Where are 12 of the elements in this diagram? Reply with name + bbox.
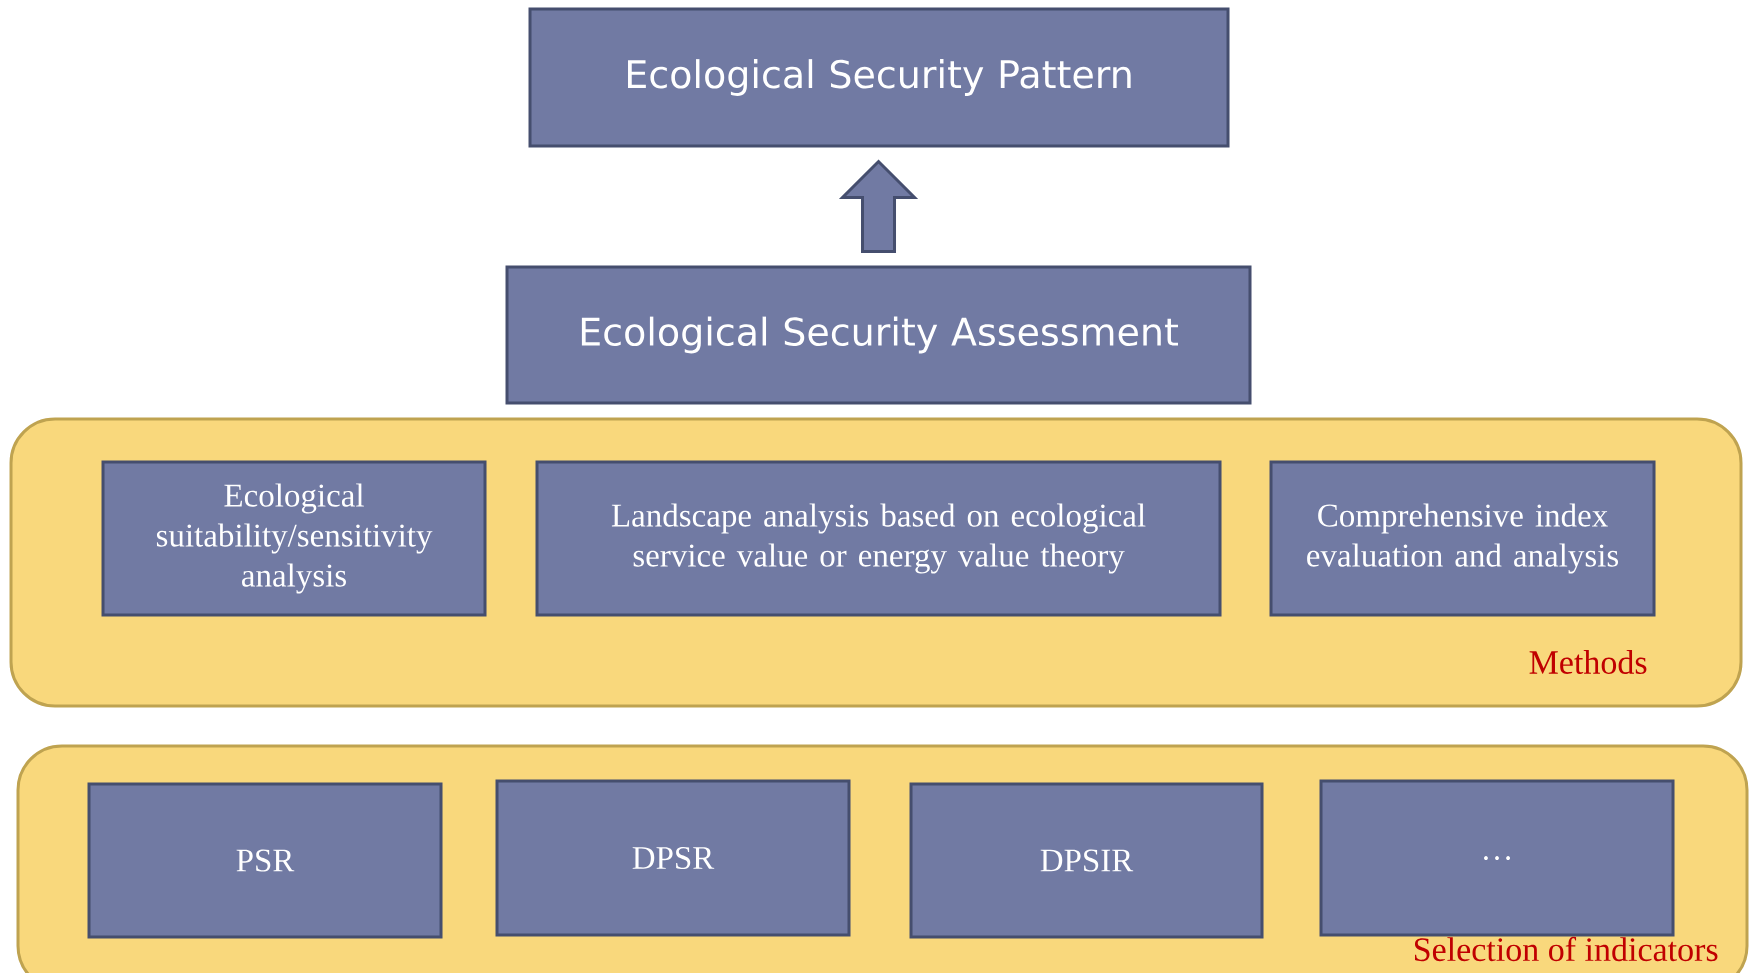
block-arrow: [838, 159, 919, 253]
group-heading: Methods: [1529, 650, 1647, 674]
process-box: Ecological Security Pattern: [528, 7, 1230, 148]
method-box: Comprehensive index evaluation and analysis: [1269, 460, 1656, 617]
method-box: …: [1319, 779, 1675, 937]
method-box: DPSR: [495, 779, 851, 937]
method-box: PSR: [87, 782, 443, 939]
group-heading: Selection of indicators: [1415, 936, 1718, 962]
method-box: DPSIR: [909, 782, 1264, 939]
method-box: Landscape analysis based on ecological service value or energy value theory: [535, 460, 1222, 617]
process-box: Ecological Security Assessment: [505, 265, 1252, 405]
method-box: Ecological suitability/sensitivity analysis: [101, 460, 487, 617]
